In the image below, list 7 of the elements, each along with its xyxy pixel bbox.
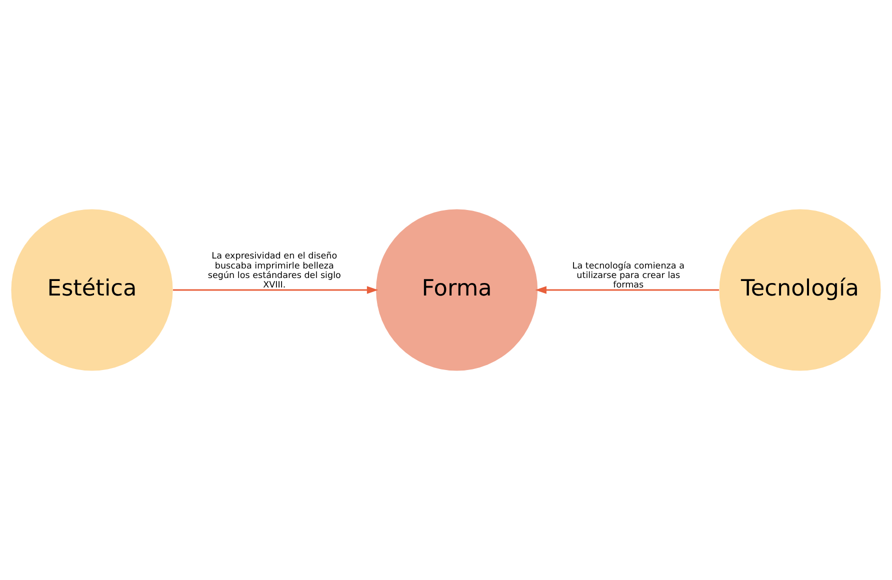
edge-label: La tecnología comienza a utilizarse para crear las formas bbox=[572, 261, 684, 290]
node-circle: Estética bbox=[11, 209, 173, 371]
arrow bbox=[172, 286, 378, 294]
node-circle: Forma bbox=[376, 209, 538, 371]
edge-label: La expresividad en el diseño buscaba imprimirle belleza según los estándares del siglo XVIII. bbox=[208, 252, 341, 290]
arrow bbox=[535, 286, 720, 294]
node-circle: Tecnología bbox=[719, 209, 881, 371]
